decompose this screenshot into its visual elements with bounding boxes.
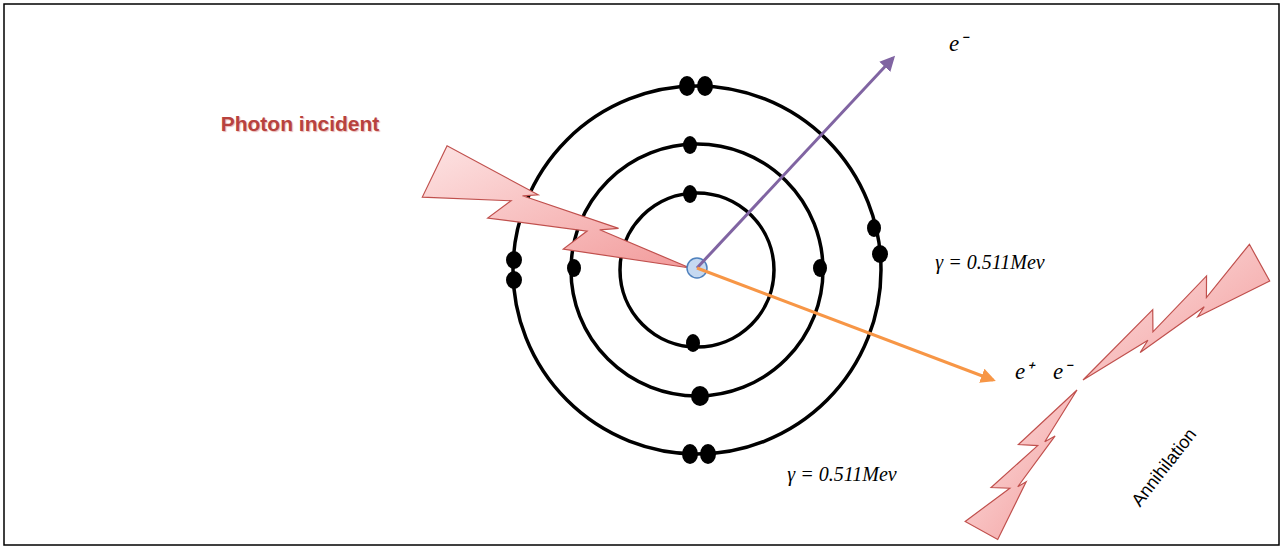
- electron: [682, 444, 698, 464]
- inner-shell: [620, 193, 774, 347]
- electron: [697, 76, 713, 96]
- electron: [867, 219, 881, 237]
- particle-label: e⁻: [1053, 359, 1071, 384]
- electron: [813, 259, 827, 277]
- particle-label: e⁻: [949, 31, 967, 56]
- electron: [567, 259, 581, 277]
- particle-label: e⁺: [1015, 359, 1033, 384]
- electron: [691, 386, 709, 406]
- photon-bolt: [422, 146, 690, 268]
- energy-label: γ = 0.511Mev: [787, 463, 896, 485]
- energy-label: γ = 0.511Mev: [935, 251, 1044, 273]
- photon-bolt: [1083, 244, 1270, 380]
- middle-shell: [571, 144, 823, 396]
- electron: [506, 251, 522, 269]
- electron: [679, 76, 695, 96]
- bolts: [422, 146, 1269, 540]
- electron: [506, 271, 522, 289]
- process-label: Annihilation: [1129, 425, 1202, 511]
- electron-shells: [513, 86, 881, 454]
- electron: [683, 185, 697, 203]
- electron: [686, 334, 700, 352]
- photon-label: Photon incident: [221, 112, 380, 135]
- electron-track: [697, 58, 893, 268]
- outer-shell: [513, 86, 881, 454]
- electron: [683, 136, 697, 154]
- electrons: [506, 76, 888, 464]
- photon-bolt: [965, 390, 1077, 540]
- positron-track: [697, 268, 993, 380]
- electron: [872, 245, 888, 263]
- electron: [700, 444, 716, 464]
- frame: [4, 4, 1279, 545]
